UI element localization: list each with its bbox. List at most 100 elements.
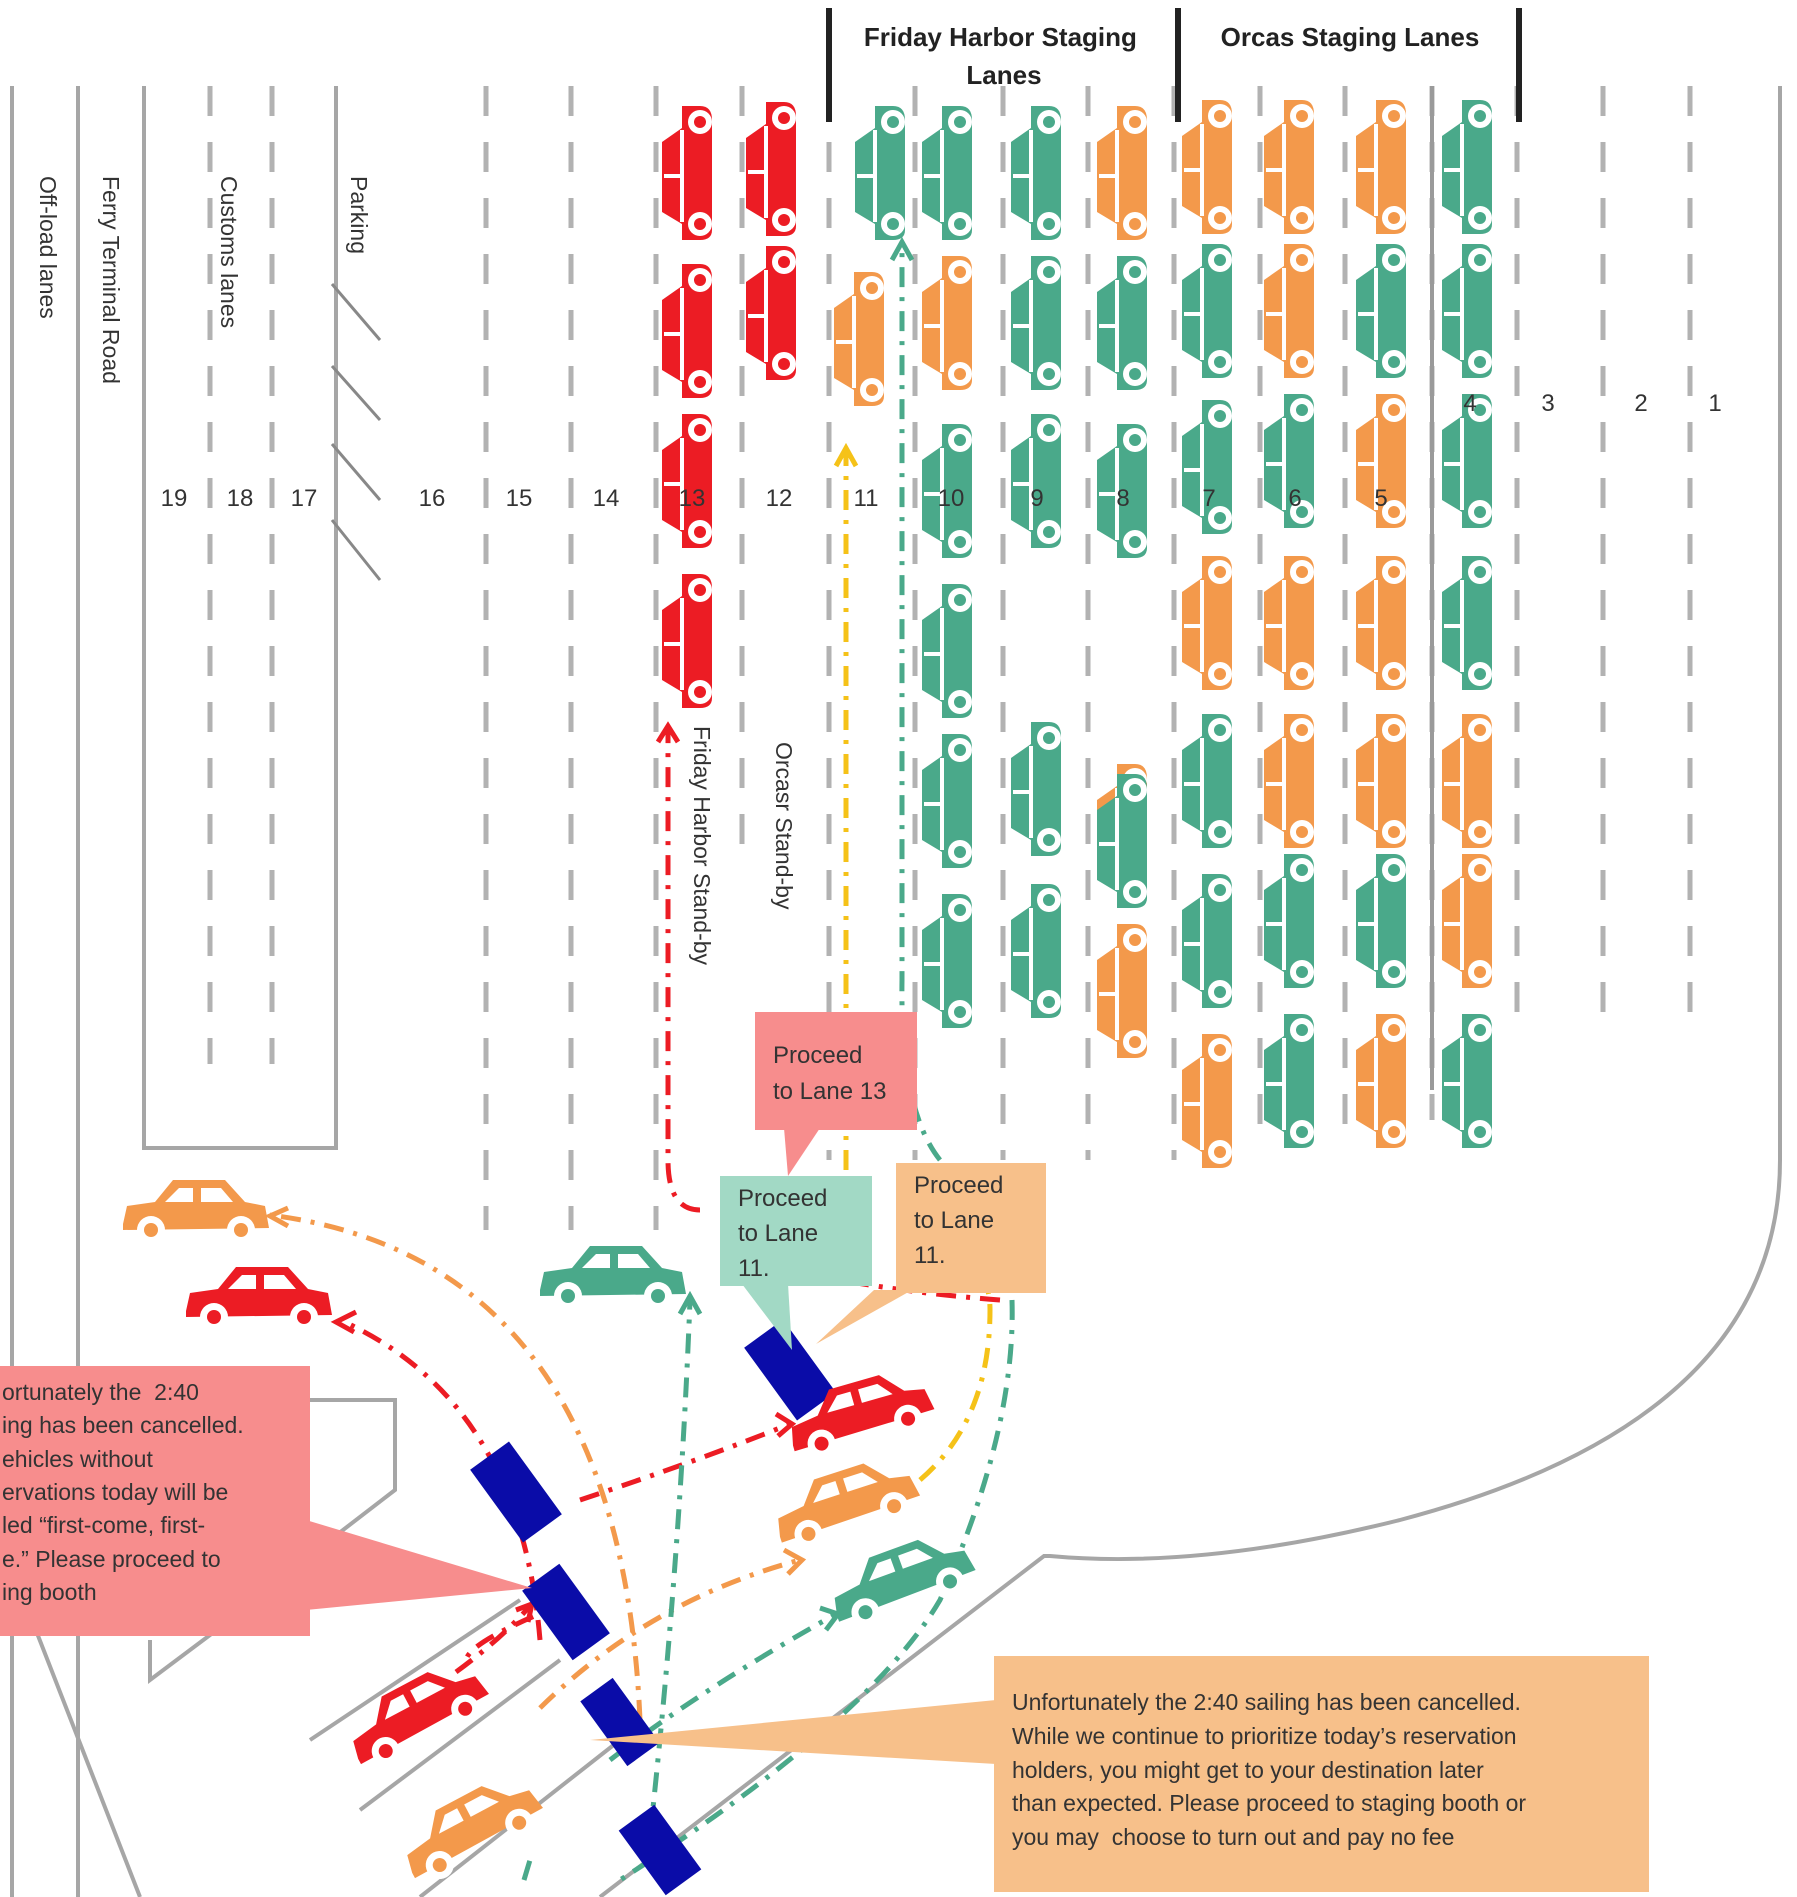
car-icon xyxy=(1011,722,1061,856)
cancelled-reservation-callout: Unfortunately the 2:40 sailing has been … xyxy=(994,1656,1649,1892)
arrow-icon xyxy=(833,442,859,468)
road-edge xyxy=(308,1598,522,1742)
route-arrow xyxy=(338,1317,543,1641)
car-icon xyxy=(1356,1014,1406,1148)
car-icon xyxy=(922,894,972,1028)
car-icon xyxy=(1356,854,1406,988)
car-side-icon xyxy=(540,1246,686,1310)
car-side-icon xyxy=(186,1267,332,1331)
parking-stripe xyxy=(330,443,382,501)
car-icon xyxy=(855,106,905,240)
toll-booth-icon xyxy=(522,1563,610,1661)
ferry-terminal-road-label: Ferry Terminal Road xyxy=(98,176,124,384)
lane-number-16: 16 xyxy=(419,485,446,512)
lane-number-5: 5 xyxy=(1374,485,1387,512)
arrow-icon xyxy=(774,1411,797,1438)
car-icon xyxy=(1182,874,1232,1008)
parking-stripe xyxy=(330,365,382,421)
lane-dividers xyxy=(207,86,1693,1230)
car-icon xyxy=(1011,414,1061,548)
proceed-lane-11-green-pointer xyxy=(742,1284,792,1350)
car-icon xyxy=(662,414,712,548)
car-icon xyxy=(1442,714,1492,848)
proceed-lane-13-pointer xyxy=(784,1128,820,1176)
lane-number-19: 19 xyxy=(161,485,188,512)
car-icon xyxy=(922,106,972,240)
friday-harbor-staging-line1: Friday Harbor Staging xyxy=(864,22,1137,52)
cancelled-reservation-pointer xyxy=(590,1700,996,1764)
arrow-icon xyxy=(330,1309,358,1335)
cancelled-standby-pointer xyxy=(306,1520,532,1610)
road-edge xyxy=(358,1658,562,1812)
car-icon xyxy=(834,272,884,406)
route-arrow xyxy=(463,1597,575,1661)
car-icon xyxy=(1442,394,1492,528)
car-icon xyxy=(1097,256,1147,390)
car-icon xyxy=(746,246,796,380)
route-arrows xyxy=(264,236,1015,1883)
lane-number-3: 3 xyxy=(1541,390,1554,417)
arrow-icon xyxy=(819,1605,843,1632)
car-icon xyxy=(1182,556,1232,690)
lane-number-8: 8 xyxy=(1116,485,1129,512)
route-arrow xyxy=(579,1421,791,1503)
cancelled-standby-callout: ortunately the 2:40 ing has been cancell… xyxy=(0,1366,310,1636)
lane-number-17: 17 xyxy=(291,485,318,512)
lane-number-4: 4 xyxy=(1463,390,1476,417)
toll-booth-icon xyxy=(580,1677,660,1767)
route-arrow xyxy=(521,1859,533,1881)
toll-booth-icon xyxy=(744,1319,836,1421)
toll-booths xyxy=(470,1319,836,1896)
vertical-labels: Off-load lanes Ferry Terminal Road Custo… xyxy=(35,176,797,966)
road-edge xyxy=(598,86,1782,1897)
road-edges xyxy=(0,86,1782,1897)
car-icon xyxy=(1011,884,1061,1018)
route-arrow xyxy=(899,244,942,1162)
car-icon xyxy=(1442,1014,1492,1148)
car-side-icon xyxy=(123,1180,269,1244)
road-edge xyxy=(142,86,338,1150)
car-icon xyxy=(1182,714,1232,848)
car-icon xyxy=(1011,106,1061,240)
car-icon xyxy=(1182,244,1232,378)
lane-number-18: 18 xyxy=(227,485,254,512)
lane-number-9: 9 xyxy=(1030,485,1043,512)
route-arrow xyxy=(538,1557,801,1710)
lane-number-12: 12 xyxy=(766,485,793,512)
route-arrow xyxy=(618,1299,1015,1883)
car-icon xyxy=(1264,1014,1314,1148)
road-edge xyxy=(148,1618,232,1684)
car-icon xyxy=(922,256,972,390)
cars xyxy=(123,100,1492,1880)
car-icon xyxy=(1264,100,1314,234)
customs-lanes-label: Customs lanes xyxy=(216,176,242,328)
car-icon xyxy=(1356,100,1406,234)
car-icon xyxy=(1442,244,1492,378)
parking-stripe xyxy=(330,283,382,341)
route-arrow xyxy=(647,1299,693,1837)
toll-booth-icon xyxy=(470,1441,562,1543)
lane-number-11: 11 xyxy=(854,485,879,512)
car-icon xyxy=(1442,854,1492,988)
arrow-icon xyxy=(677,1290,703,1316)
lane-number-15: 15 xyxy=(506,485,533,512)
friday-harbor-standby-label: Friday Harbor Stand-by xyxy=(689,726,715,966)
car-icon xyxy=(1356,556,1406,690)
car-icon xyxy=(922,734,972,868)
friday-harbor-staging-header: Friday Harbor Staging Lanes xyxy=(864,22,1144,90)
car-side-icon xyxy=(834,1539,976,1627)
orcas-standby-label: Orcasr Stand-by xyxy=(771,742,797,910)
arrow-icon xyxy=(264,1205,290,1229)
proceed-lane-11-green-callout: Proceed to Lane 11. xyxy=(720,1176,872,1286)
lane-number-2: 2 xyxy=(1634,390,1647,417)
car-icon xyxy=(922,584,972,718)
route-arrow xyxy=(665,728,701,1213)
car-icon xyxy=(662,264,712,398)
car-icon xyxy=(746,102,796,236)
arrow-icon xyxy=(782,1547,807,1576)
route-arrow xyxy=(918,1272,993,1482)
proceed-lane-11-orange-callout: Proceed to Lane 11. xyxy=(896,1163,1046,1293)
car-icon xyxy=(1264,556,1314,690)
